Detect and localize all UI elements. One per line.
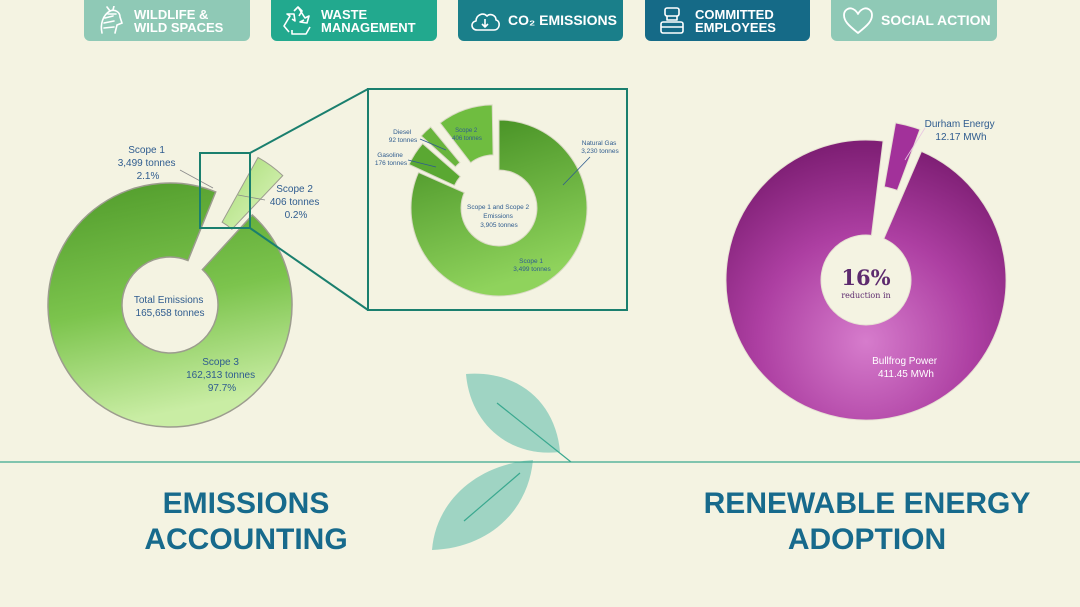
label-scope2: Scope 2 406 tonnes 0.2%	[270, 184, 322, 221]
tab-waste-label: WasteManagement	[321, 6, 416, 35]
tab-co2-label: CO₂ Emissions	[508, 12, 617, 28]
label-natural-gas: Natural Gas 3,230 tonnes	[581, 140, 619, 155]
renewable-energy-donut: Durham Energy 12.17 MWh 16% reduction in…	[725, 119, 1007, 421]
tab-co2-emissions[interactable]: CO₂ Emissions	[458, 0, 623, 41]
tab-wildlife[interactable]: Wildlife &Wild Spaces	[84, 0, 250, 41]
employee-icon	[660, 6, 684, 34]
slice-scope1-scope2	[221, 156, 284, 231]
center-percent: 16%	[841, 265, 890, 290]
zoom-center-label: Scope 1 and Scope 2 Emissions 3,905 tonn…	[467, 204, 531, 229]
label-bullfrog-power: Bullfrog Power 411.45 MWh	[872, 356, 940, 380]
label-durham-energy: Durham Energy 12.17 MWh	[925, 119, 998, 143]
tab-social-label: Social Action	[881, 12, 991, 28]
heart-icon	[843, 6, 873, 34]
slice-scope2	[439, 104, 494, 164]
label-scope1: Scope 1 3,499 tonnes 2.1%	[118, 145, 179, 182]
cloud-co2-icon	[471, 12, 500, 31]
slice-durham-energy	[883, 122, 921, 192]
slice-gasoline	[408, 142, 461, 187]
zebra-icon	[100, 5, 123, 34]
label-gasoline: Gasoline 176 tonnes	[375, 152, 408, 167]
emissions-accounting-title: EMISSIONS ACCOUNTING	[144, 487, 348, 556]
total-emissions-donut: Total Emissions 165,658 tonnes Scope 1 3…	[47, 145, 322, 428]
label-diesel: Diesel 92 tonnes	[389, 129, 418, 144]
slice-scope3	[47, 182, 293, 428]
center-caption: reduction in	[841, 291, 890, 300]
label-scope3: Scope 3 162,313 tonnes 97.7%	[186, 357, 258, 394]
scope1-scope2-donut: Scope 1 and Scope 2 Emissions 3,905 tonn…	[375, 104, 620, 297]
tab-employees-label: CommittedEmployees	[695, 6, 776, 35]
leaf-upper-icon	[466, 373, 560, 453]
slice-diesel	[420, 126, 461, 168]
label-zoom-scope2: Scope 2 406 tonnes	[452, 128, 482, 142]
label-zoom-scope1: Scope 1 3,499 tonnes	[513, 258, 551, 273]
recycle-icon	[283, 5, 311, 35]
slice-scope1-natural-gas	[410, 119, 588, 297]
slice-bullfrog-power	[725, 139, 1007, 421]
donut-center-label: Total Emissions 165,658 tonnes	[134, 295, 206, 319]
tab-social-action[interactable]: Social Action	[831, 0, 997, 41]
tab-committed-employees[interactable]: CommittedEmployees	[645, 0, 810, 41]
tab-waste-management[interactable]: WasteManagement	[271, 0, 437, 41]
renewable-energy-title: RENEWABLE ENERGY ADOPTION	[703, 487, 1031, 556]
tab-wildlife-label: Wildlife &Wild Spaces	[134, 6, 224, 35]
leaf-decoration	[432, 373, 572, 550]
